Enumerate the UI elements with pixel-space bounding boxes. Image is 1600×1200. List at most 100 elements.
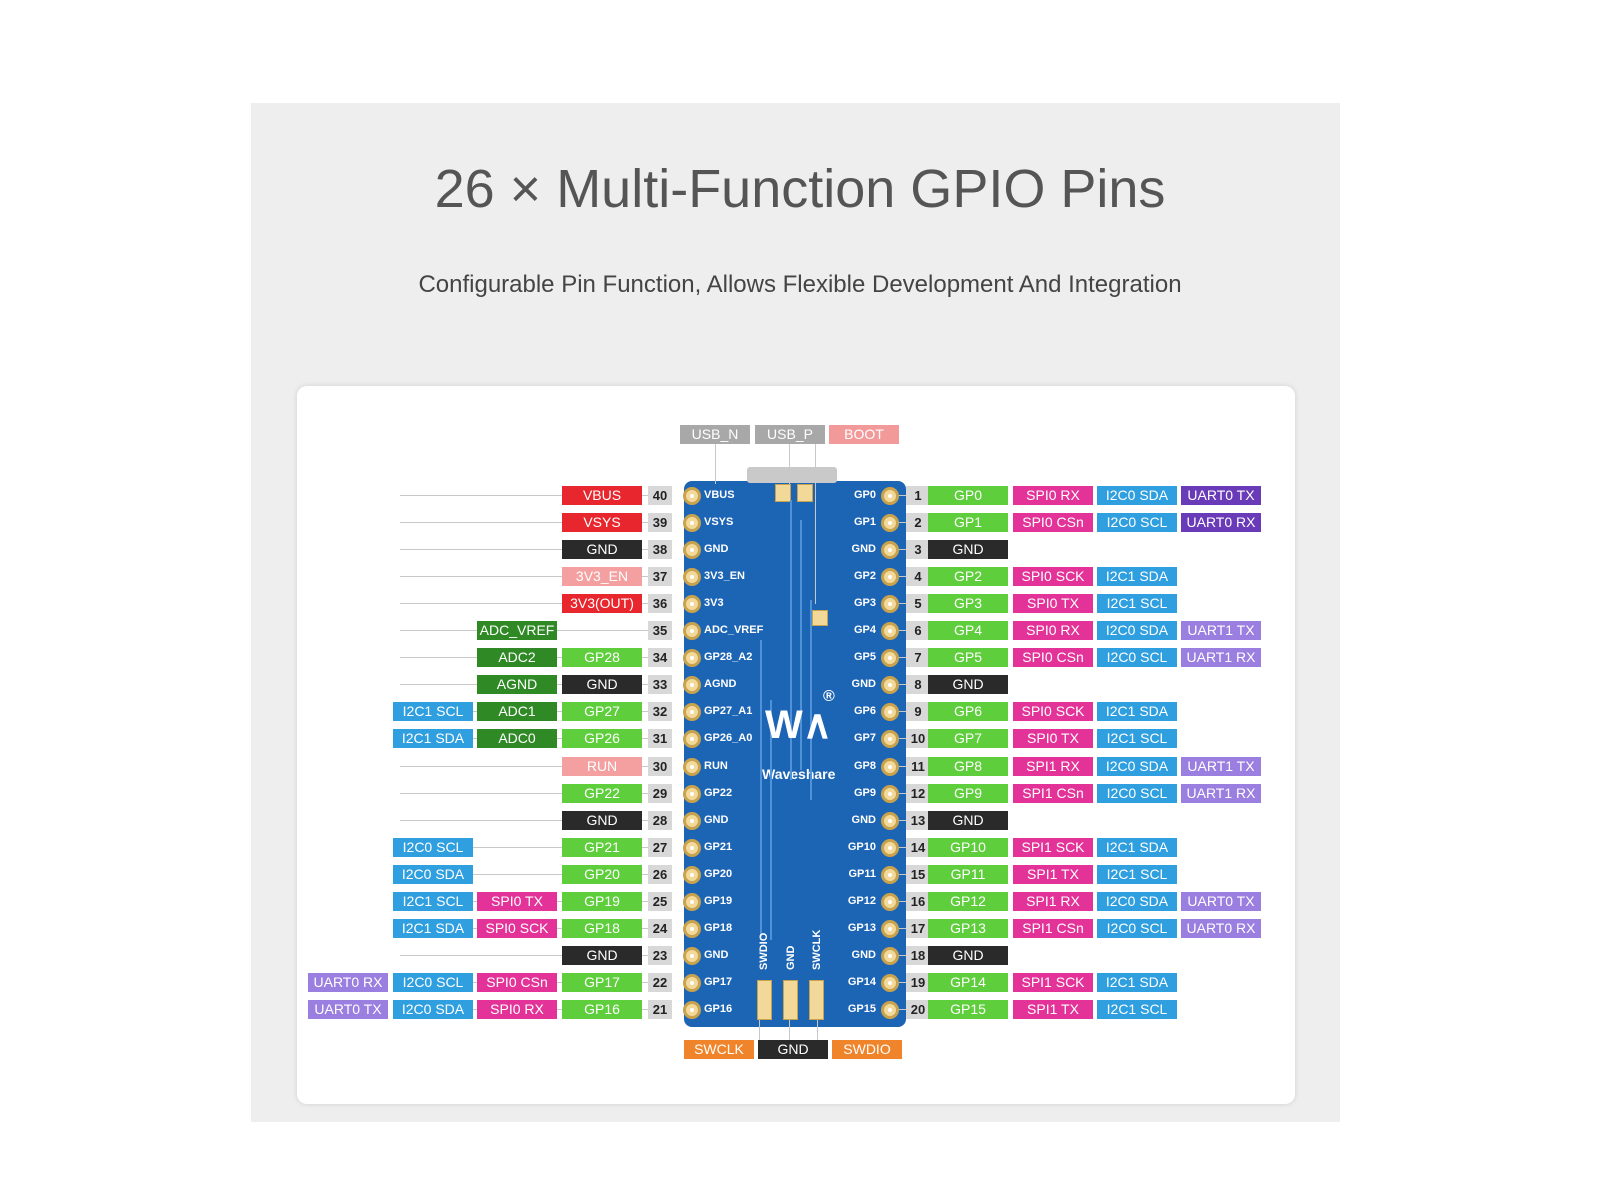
pin-pad bbox=[881, 514, 899, 533]
pin-label: GP13 bbox=[928, 918, 1008, 938]
board-silk-label: ADC_VREF bbox=[704, 624, 764, 637]
pin-number: 8 bbox=[906, 675, 930, 695]
pin-label: UART1 RX bbox=[1181, 648, 1261, 668]
pin-number: 2 bbox=[906, 513, 930, 533]
pin-number: 16 bbox=[906, 891, 930, 911]
top-connector bbox=[815, 444, 816, 604]
usb-connector bbox=[747, 467, 837, 483]
pin-label: I2C0 SDA bbox=[393, 999, 473, 1019]
pin-label: SPI0 SCK bbox=[477, 918, 557, 938]
solder-pad bbox=[797, 484, 813, 502]
pin-label: SPI0 SCK bbox=[1013, 567, 1093, 587]
pin-number: 10 bbox=[906, 729, 930, 749]
pin-pad bbox=[683, 973, 701, 992]
top-connector bbox=[715, 444, 716, 484]
pin-number: 35 bbox=[648, 621, 672, 641]
board-silk-label: GND bbox=[851, 543, 876, 556]
pin-number: 36 bbox=[648, 594, 672, 614]
pin-number: 26 bbox=[648, 864, 672, 884]
pin-number: 12 bbox=[906, 783, 930, 803]
board-silk-label: GND bbox=[704, 543, 729, 556]
board-silk-label: GP8 bbox=[853, 759, 876, 772]
board-silk-label: 3V3_EN bbox=[704, 570, 745, 583]
pin-label: GP8 bbox=[928, 756, 1008, 776]
board-silk-label: GP21 bbox=[704, 840, 733, 853]
pin-label: I2C1 SDA bbox=[1097, 702, 1177, 722]
board-silk-label: GP15 bbox=[847, 1002, 876, 1015]
pin-label: SPI0 CSn bbox=[477, 972, 557, 992]
pin-number: 37 bbox=[648, 567, 672, 587]
pin-label: SPI1 TX bbox=[1013, 864, 1093, 884]
pin-label: I2C0 SDA bbox=[1097, 621, 1177, 641]
pin-pad bbox=[881, 730, 899, 749]
pin-label: GP26 bbox=[562, 729, 642, 749]
board-silk-label: GND bbox=[851, 948, 876, 961]
solder-pad bbox=[812, 610, 828, 626]
pin-pad bbox=[881, 865, 899, 884]
pin-label: GP19 bbox=[562, 891, 642, 911]
pin-connector bbox=[400, 765, 650, 767]
pin-number: 11 bbox=[906, 756, 930, 776]
pin-label: UART0 RX bbox=[1181, 918, 1261, 938]
pin-pad bbox=[881, 838, 899, 857]
debug-pad bbox=[783, 980, 798, 1020]
board-trace bbox=[760, 640, 762, 940]
board-silk-label: VSYS bbox=[704, 516, 734, 529]
pin-label: ADC2 bbox=[477, 648, 557, 668]
pin-pad bbox=[881, 595, 899, 614]
board-silk-label: GP7 bbox=[853, 732, 876, 745]
board-silk-label: GND bbox=[704, 948, 729, 961]
bottom-label-gnd: GND bbox=[758, 1040, 828, 1059]
pin-number: 34 bbox=[648, 648, 672, 668]
pin-number: 22 bbox=[648, 972, 672, 992]
pin-label: GP14 bbox=[928, 972, 1008, 992]
pin-number: 21 bbox=[648, 999, 672, 1019]
pin-label: I2C0 SDA bbox=[1097, 891, 1177, 911]
pin-label: GND bbox=[928, 810, 1008, 830]
debug-silk-label: SWCLK bbox=[811, 929, 823, 970]
board-silk-label: GP20 bbox=[704, 867, 733, 880]
pin-label: I2C0 SDA bbox=[1097, 486, 1177, 505]
pin-pad bbox=[683, 892, 701, 911]
pin-label: GP6 bbox=[928, 702, 1008, 722]
pin-label: I2C1 SCL bbox=[393, 891, 473, 911]
debug-silk-label: SWDIO bbox=[758, 932, 770, 970]
pin-pad bbox=[683, 487, 701, 505]
pin-label: 3V3_EN bbox=[562, 567, 642, 587]
pin-label: VBUS bbox=[562, 486, 642, 505]
pin-number: 15 bbox=[906, 864, 930, 884]
pin-label: I2C0 SCL bbox=[393, 972, 473, 992]
pin-pad bbox=[881, 946, 899, 965]
pin-label: ADC0 bbox=[477, 729, 557, 749]
pin-number: 33 bbox=[648, 675, 672, 695]
pin-label: SPI0 RX bbox=[1013, 486, 1093, 505]
pin-label: I2C0 SCL bbox=[1097, 783, 1177, 803]
pin-number: 19 bbox=[906, 972, 930, 992]
pin-label: GP7 bbox=[928, 729, 1008, 749]
pin-label: SPI1 RX bbox=[1013, 891, 1093, 911]
pin-pad bbox=[881, 649, 899, 668]
board-silk-label: GP9 bbox=[853, 786, 876, 799]
pin-number: 27 bbox=[648, 837, 672, 857]
pin-number: 23 bbox=[648, 945, 672, 965]
board-silk-label: GP0 bbox=[853, 489, 876, 501]
pin-label: GP16 bbox=[562, 999, 642, 1019]
pin-pad bbox=[881, 892, 899, 911]
pin-label: SPI1 CSn bbox=[1013, 918, 1093, 938]
pin-number: 31 bbox=[648, 729, 672, 749]
pin-pad bbox=[683, 514, 701, 533]
pin-pad bbox=[881, 784, 899, 803]
pin-label: I2C1 SCL bbox=[1097, 864, 1177, 884]
pin-connector bbox=[400, 954, 650, 956]
bottom-connector bbox=[759, 1020, 760, 1040]
pin-label: GP10 bbox=[928, 837, 1008, 857]
board-silk-label: VBUS bbox=[704, 489, 735, 501]
pin-label: RUN bbox=[562, 756, 642, 776]
board-silk-label: GP19 bbox=[704, 894, 733, 907]
board-silk-label: GP17 bbox=[704, 975, 733, 988]
pin-number: 20 bbox=[906, 999, 930, 1019]
board-silk-label: GP2 bbox=[853, 570, 876, 583]
board-silk-label: GP10 bbox=[847, 840, 876, 853]
pin-label: SPI0 TX bbox=[1013, 729, 1093, 749]
pin-label: GP9 bbox=[928, 783, 1008, 803]
